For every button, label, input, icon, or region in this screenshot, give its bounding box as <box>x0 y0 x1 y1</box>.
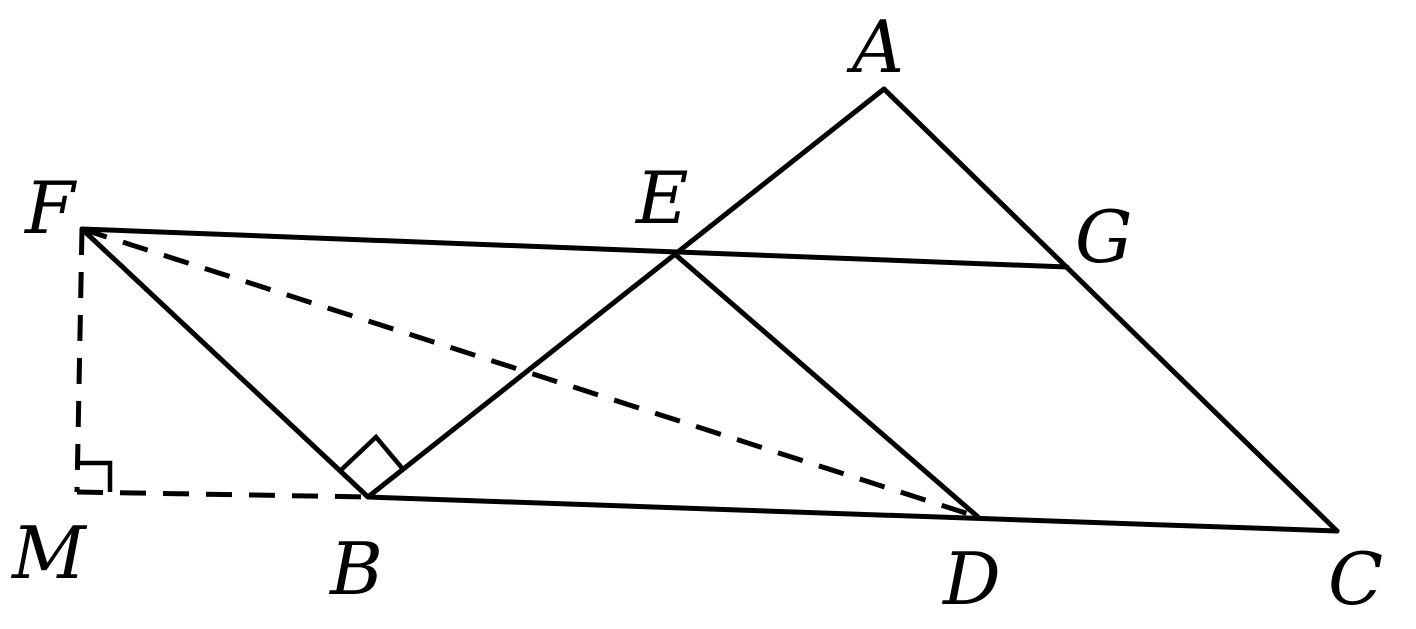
segment-fd <box>81 226 979 520</box>
segment-ac <box>881 86 1340 534</box>
right-angle-mark-m <box>77 460 113 492</box>
label-a: A <box>846 5 904 89</box>
label-e: E <box>634 156 689 240</box>
segment-bc <box>365 494 1340 534</box>
segment-ab <box>365 86 887 500</box>
label-d: D <box>941 537 1001 621</box>
label-b: B <box>328 527 383 611</box>
label-f: F <box>23 166 78 250</box>
label-g: G <box>1075 195 1133 279</box>
segment-fb <box>79 226 371 500</box>
segment-fm <box>74 228 85 493</box>
segment-fg <box>79 226 1070 270</box>
right-angle-mark-b <box>338 433 404 473</box>
segment-ed <box>674 253 981 520</box>
segment-mb <box>76 489 369 500</box>
label-c: C <box>1328 537 1383 621</box>
label-m: M <box>10 511 88 595</box>
